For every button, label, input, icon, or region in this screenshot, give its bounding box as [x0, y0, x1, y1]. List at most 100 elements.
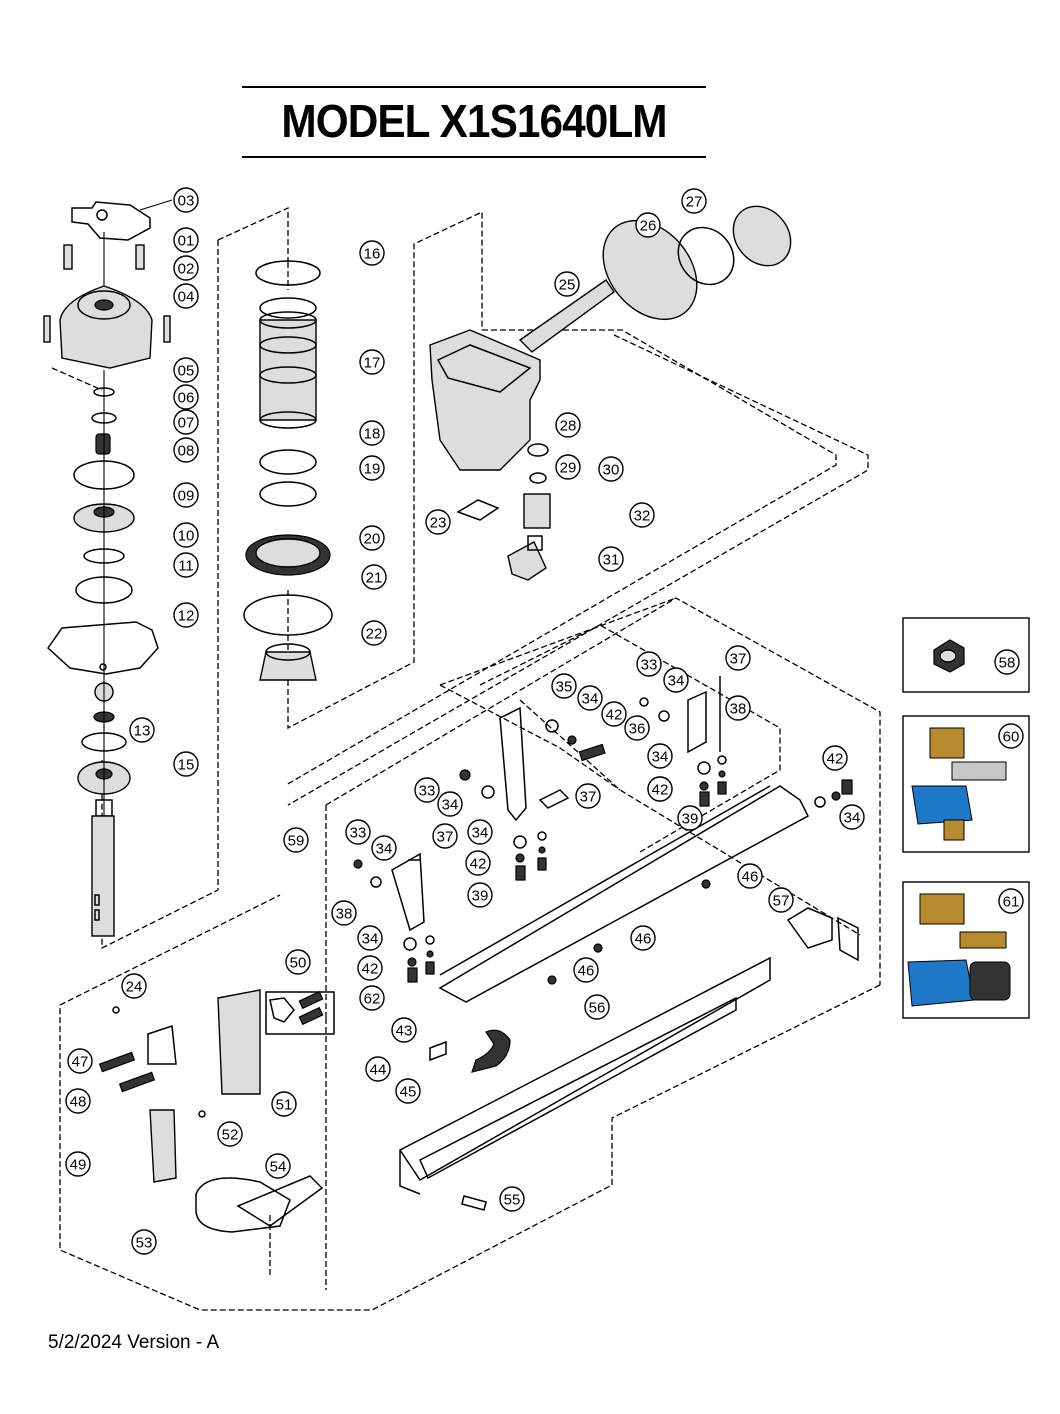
callout-57: 57 — [768, 887, 794, 913]
callout-13: 13 — [129, 717, 155, 743]
callout-label: 39 — [472, 888, 489, 905]
callout-06: 06 — [173, 384, 199, 410]
callout-label: 42 — [362, 961, 379, 978]
fastener-set — [112, 697, 853, 1118]
callout-label: 22 — [366, 626, 383, 643]
callout-label: 09 — [178, 488, 195, 505]
callout-05: 05 — [173, 357, 199, 383]
callout-label: 23 — [430, 515, 447, 532]
callout-label: 15 — [178, 757, 195, 774]
callout-label: 47 — [72, 1054, 89, 1071]
callout-22: 22 — [361, 620, 387, 646]
magazine-assembly — [98, 676, 859, 1233]
callout-01: 01 — [173, 227, 199, 253]
callout-label: 39 — [682, 811, 699, 828]
callout-12: 12 — [173, 602, 199, 628]
callout-label: 37 — [580, 789, 597, 806]
head-cap-assembly — [43, 199, 173, 937]
callout-36: 36 — [624, 715, 650, 741]
callout-label: 59 — [288, 833, 305, 850]
callout-45: 45 — [395, 1078, 421, 1104]
callout-30: 30 — [598, 456, 624, 482]
callout-label: 34 — [582, 691, 599, 708]
callout-02: 02 — [173, 255, 199, 281]
callout-label: 19 — [364, 461, 381, 478]
callout-label: 36 — [629, 721, 646, 738]
callout-07: 07 — [173, 409, 199, 435]
callout-44: 44 — [365, 1056, 391, 1082]
callout-label: 32 — [634, 508, 651, 525]
callout-17: 17 — [359, 349, 385, 375]
callout-label: 56 — [589, 1000, 606, 1017]
callout-03: 03 — [173, 187, 199, 213]
callout-25: 25 — [554, 271, 580, 297]
callout-50: 50 — [285, 949, 311, 975]
callout-46: 46 — [630, 925, 656, 951]
callout-42: 42 — [822, 745, 848, 771]
callout-33: 33 — [414, 777, 440, 803]
callout-34: 34 — [663, 667, 689, 693]
callout-label: 60 — [1003, 729, 1020, 746]
callout-43: 43 — [391, 1017, 417, 1043]
callout-label: 52 — [222, 1127, 239, 1144]
callout-38: 38 — [725, 695, 751, 721]
callout-28: 28 — [555, 412, 581, 438]
callout-label: 16 — [364, 246, 381, 263]
callout-27: 27 — [681, 188, 707, 214]
callout-label: 18 — [364, 426, 381, 443]
callout-label: 29 — [560, 460, 577, 477]
callout-label: 57 — [773, 893, 790, 910]
callout-label: 17 — [364, 355, 381, 372]
callout-label: 54 — [270, 1159, 287, 1176]
callout-46: 46 — [573, 957, 599, 983]
callout-56: 56 — [584, 994, 610, 1020]
callout-49: 49 — [65, 1151, 91, 1177]
callout-31: 31 — [598, 546, 624, 572]
callout-label: 55 — [504, 1192, 521, 1209]
callout-label: 34 — [668, 673, 685, 690]
callout-label: 35 — [556, 679, 573, 696]
callout-label: 13 — [134, 723, 151, 740]
callout-19: 19 — [359, 455, 385, 481]
callout-label: 27 — [686, 194, 703, 211]
callout-label: 06 — [178, 390, 195, 407]
callout-label: 42 — [470, 856, 487, 873]
callout-label: 10 — [178, 528, 195, 545]
callout-23: 23 — [425, 509, 451, 535]
callout-37: 37 — [575, 783, 601, 809]
callout-label: 44 — [370, 1062, 387, 1079]
callout-label: 01 — [178, 233, 195, 250]
callout-label: 37 — [730, 651, 747, 668]
callout-label: 12 — [178, 608, 195, 625]
title-top-rule — [242, 86, 706, 88]
callout-label: 61 — [1003, 894, 1020, 911]
callout-34: 34 — [467, 819, 493, 845]
callout-label: 58 — [999, 655, 1016, 672]
callout-label: 38 — [730, 701, 747, 718]
callout-33: 33 — [636, 651, 662, 677]
callout-label: 02 — [178, 261, 195, 278]
callout-label: 11 — [178, 558, 194, 575]
callout-label: 21 — [366, 570, 383, 587]
callout-37: 37 — [432, 823, 458, 849]
callout-47: 47 — [67, 1048, 93, 1074]
callout-54: 54 — [265, 1153, 291, 1179]
model-title: MODEL X1S1640LM — [281, 95, 667, 147]
callout-34: 34 — [437, 791, 463, 817]
callout-11: 11 — [173, 552, 199, 578]
callout-42: 42 — [601, 701, 627, 727]
callout-48: 48 — [65, 1088, 91, 1114]
callout-label: 04 — [178, 289, 195, 306]
callout-09: 09 — [173, 482, 199, 508]
callout-label: 46 — [635, 931, 652, 948]
callout-label: 49 — [70, 1157, 87, 1174]
callout-29: 29 — [555, 454, 581, 480]
callout-42: 42 — [465, 850, 491, 876]
callout-46: 46 — [737, 863, 763, 889]
callout-34: 34 — [357, 925, 383, 951]
callout-55: 55 — [499, 1186, 525, 1212]
callout-label: 42 — [606, 707, 623, 724]
